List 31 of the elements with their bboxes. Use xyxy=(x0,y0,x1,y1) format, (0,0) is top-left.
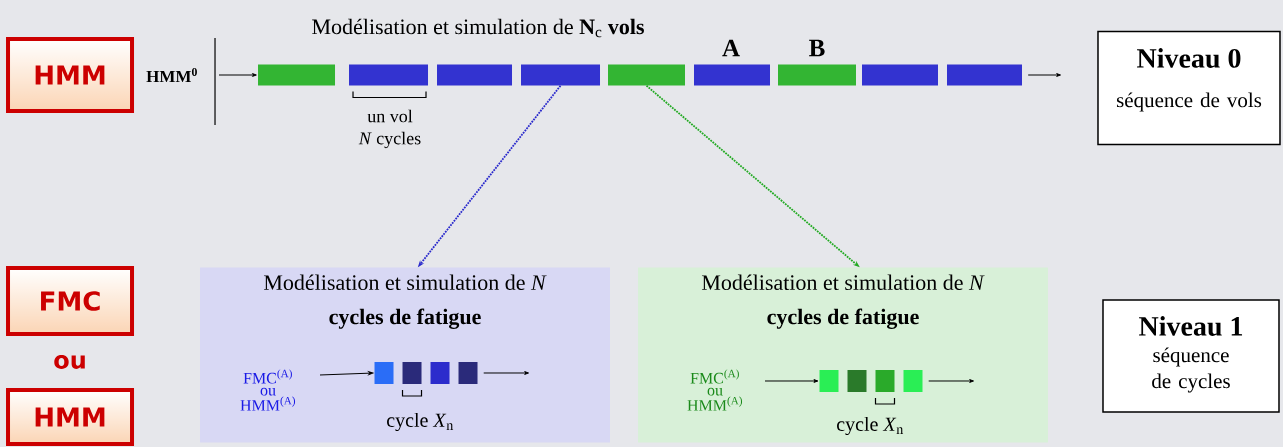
arrow xyxy=(764,379,819,383)
label: FMC$^{(A)}$ ou HMM$^{(A)}$ xyxy=(240,369,296,411)
flight-bar xyxy=(947,64,1022,86)
model-box: HMM xyxy=(6,388,134,446)
arrow xyxy=(218,73,257,77)
flight-bar xyxy=(521,64,600,86)
flight-bar xyxy=(694,64,770,86)
bar-label: A xyxy=(722,39,740,57)
title: Modélisation et simulation de N$_{c}$ vols xyxy=(312,18,644,38)
bracket-label: cycle X$_{n}$ xyxy=(837,416,904,436)
arrow xyxy=(1027,73,1061,77)
flight-bar xyxy=(437,64,512,86)
model-box: FMC xyxy=(6,266,134,336)
flight-bar xyxy=(349,64,428,86)
model-label: HMM$^{0}$ xyxy=(146,67,197,83)
flight-bar xyxy=(258,64,335,86)
flight-bar xyxy=(608,64,685,86)
bracket-label: N cycles xyxy=(358,131,421,149)
level-box: Niveau 0 séquence de vols xyxy=(1097,30,1281,146)
bracket-label: cycle X$_{n}$ xyxy=(387,412,454,432)
flight-bar xyxy=(778,64,856,86)
arrow xyxy=(928,379,974,383)
bracket-label: un vol xyxy=(367,109,413,123)
flight-bar xyxy=(862,64,938,86)
arrow xyxy=(483,371,529,375)
level-box: Niveau 1 séquence de cycles xyxy=(1102,299,1280,413)
bar-label: B xyxy=(809,39,825,57)
model-box: HMM xyxy=(6,37,134,113)
arrow xyxy=(319,371,374,376)
label: FMC$^{(A)}$ ou HMM$^{(A)}$ xyxy=(687,369,743,411)
label: ou xyxy=(54,355,85,369)
